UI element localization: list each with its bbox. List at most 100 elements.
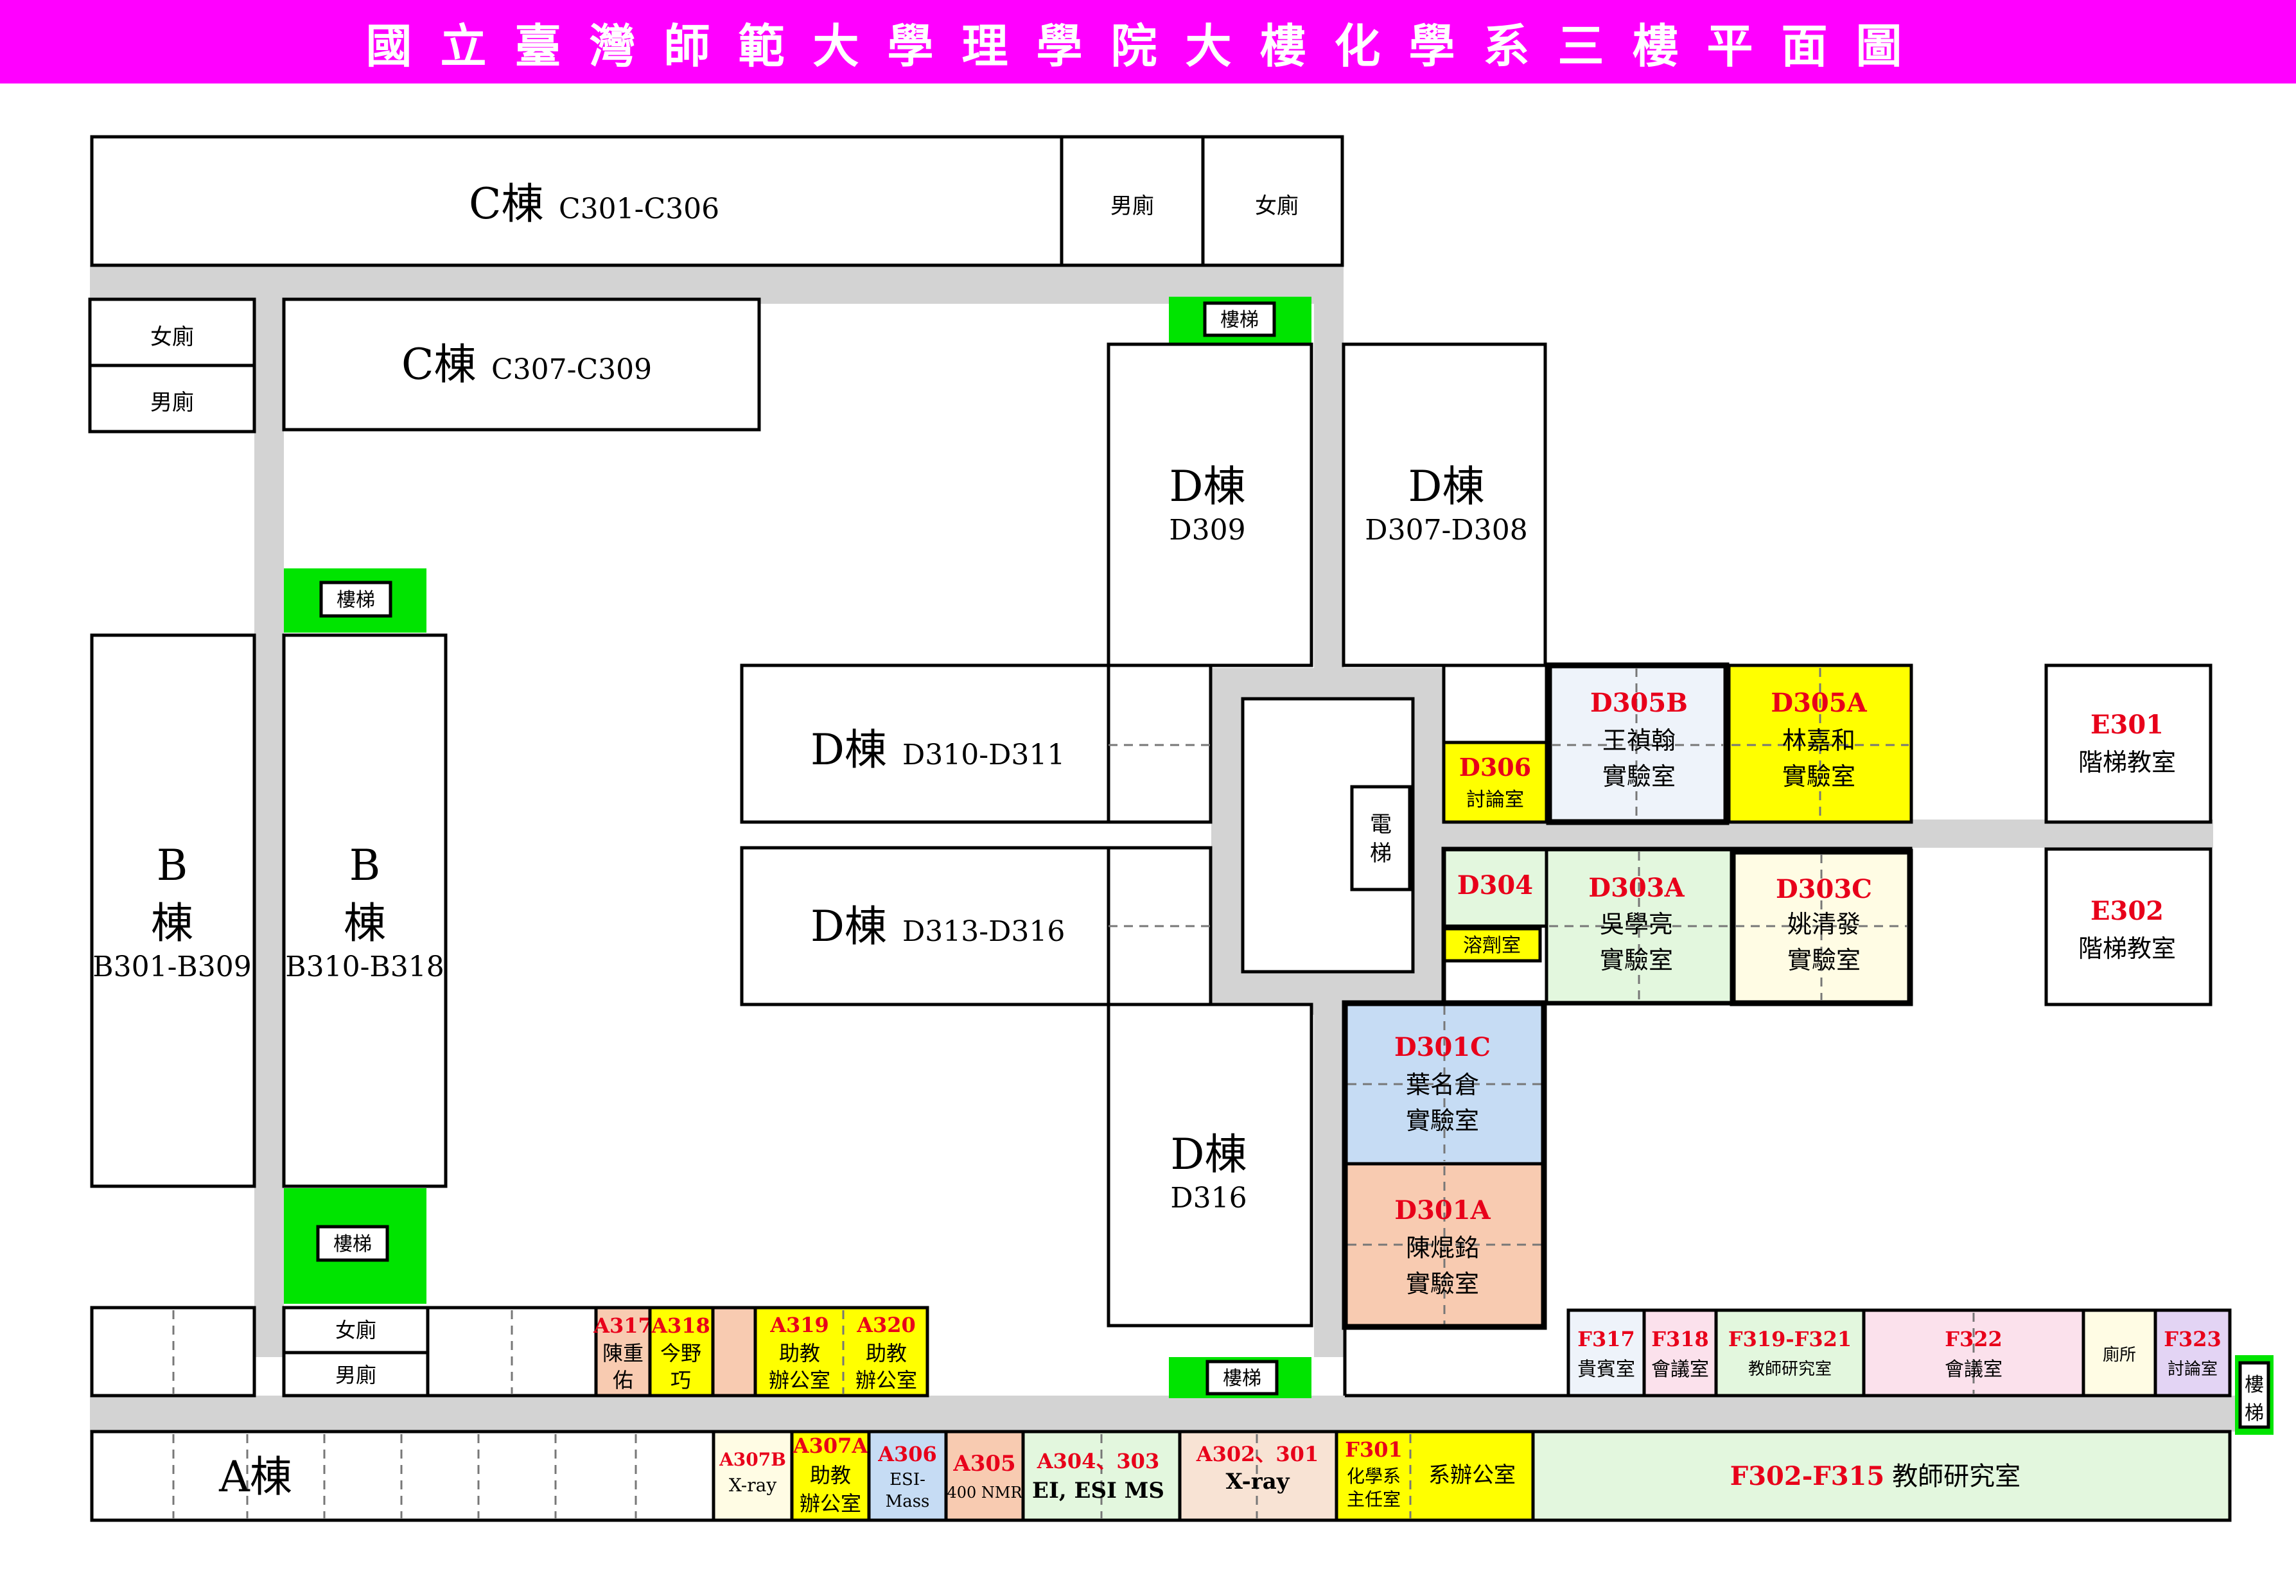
stairs-top: 樓梯	[1169, 297, 1311, 343]
room-f301-office	[1335, 1430, 1535, 1522]
room-d307-d308	[1342, 342, 1547, 667]
label-d305b-l1: 王禎翰	[1602, 726, 1676, 755]
label-d310-block: D棟	[811, 725, 887, 775]
label-d313-block: D棟	[811, 902, 887, 951]
label-a319-l2: 辦公室	[769, 1368, 830, 1392]
label-a304-code: A304、303	[1037, 1449, 1159, 1473]
room-unlabeled-small	[711, 1306, 757, 1398]
room-f323	[2153, 1308, 2232, 1398]
label-women-left: 女廁	[150, 324, 194, 350]
room-d306	[1442, 741, 1548, 824]
label-b2-b: 棟	[344, 899, 386, 948]
label-stairs-top: 樓梯	[1220, 309, 1259, 331]
room-e301	[2044, 663, 2213, 824]
label-d305a-l1: 林嘉和	[1782, 726, 1855, 755]
label-women-top: 女廁	[1255, 193, 1299, 219]
room-b310-b318	[282, 633, 448, 1188]
label-c-block-second: C棟	[401, 340, 477, 389]
label-a302-code: A302、301	[1196, 1442, 1319, 1466]
label-a307a-l1: 助教	[810, 1463, 851, 1487]
label-c301-c306: C301-C306	[559, 193, 719, 225]
label-d306-name: 討論室	[1466, 789, 1524, 811]
label-d305b-code: D305B	[1590, 688, 1688, 718]
room-d305b	[1547, 663, 1728, 824]
label-a305-code: A305	[952, 1451, 1015, 1477]
label-f301-l1: 化學系	[1347, 1466, 1401, 1487]
label-d305b-l2: 實驗室	[1602, 762, 1676, 791]
room-d301a	[1343, 1162, 1546, 1329]
label-men-bottom: 男廁	[335, 1363, 376, 1387]
label-stairs-left-lower: 樓梯	[333, 1233, 372, 1256]
label-f301-code: F301	[1345, 1437, 1403, 1462]
label-stairs-bottom: 樓梯	[1223, 1367, 1261, 1390]
label-d304-code: D304	[1457, 870, 1533, 900]
label-f301-l2: 主任室	[1347, 1489, 1401, 1510]
room-men-toilet-bottom	[282, 1351, 430, 1398]
room-b301-b309	[90, 633, 256, 1188]
room-solvent	[1442, 927, 1542, 963]
label-a318-l2: 巧	[670, 1368, 691, 1392]
label-d316-rooms: D316	[1170, 1182, 1247, 1215]
label-men-left: 男廁	[150, 390, 194, 416]
label-a307b-code: A307B	[719, 1449, 786, 1470]
label-dept-office: 系辦公室	[1428, 1462, 1516, 1488]
label-stairs-left-upper: 樓梯	[337, 589, 375, 611]
label-d310-rooms: D310-D311	[902, 739, 1065, 771]
room-f302-f315	[1531, 1430, 2232, 1522]
label-d303c-code: D303C	[1776, 874, 1872, 904]
label-a317-l1: 陳重	[602, 1341, 644, 1365]
room-f317	[1566, 1308, 1646, 1398]
label-d313-rooms: D313-D316	[902, 915, 1065, 948]
stairs-bottom: 樓梯	[1169, 1357, 1311, 1398]
label-elevator-1: 電	[1370, 812, 1392, 837]
label-b1-b: 棟	[151, 899, 193, 948]
room-d310-d311	[740, 663, 1213, 824]
room-women-toilet-top	[1201, 135, 1344, 267]
label-f317-code: F317	[1577, 1327, 1635, 1351]
label-a319-code: A319	[769, 1313, 829, 1337]
room-c307-c309	[282, 297, 761, 432]
stairs-left-lower: 樓梯	[284, 1188, 426, 1304]
label-a302-name: X-ray	[1226, 1469, 1290, 1495]
label-a320-code: A320	[856, 1313, 916, 1337]
label-a-block: A棟	[218, 1452, 292, 1502]
label-men-top: 男廁	[1110, 193, 1154, 219]
label-f302-code: F302-F315	[1730, 1461, 1884, 1491]
label-f319-name: 教師研究室	[1748, 1360, 1832, 1379]
label-d303a-code: D303A	[1588, 873, 1685, 903]
label-f319-code: F319-F321	[1728, 1327, 1852, 1351]
label-e302-code: E302	[2090, 896, 2164, 926]
label-d301a-l2: 實驗室	[1406, 1270, 1479, 1298]
room-c301-c306	[90, 135, 1064, 267]
label-stairs-right-2: 梯	[2245, 1402, 2264, 1425]
room-d309	[1107, 342, 1313, 667]
room-men-toilet-top	[1060, 135, 1205, 267]
label-f323-code: F323	[2164, 1327, 2222, 1351]
room-a-block	[90, 1430, 715, 1522]
label-d301c-code: D301C	[1394, 1032, 1491, 1062]
room-a306	[867, 1430, 948, 1522]
label-c307-c309: C307-C309	[491, 353, 652, 386]
label-d303c-l1: 姚清發	[1787, 910, 1861, 938]
label-a320-l1: 助教	[866, 1341, 907, 1365]
label-stairs-right-1: 樓	[2245, 1374, 2264, 1396]
label-a318-l1: 今野	[660, 1341, 701, 1365]
label-a304-name: EI, ESI MS	[1032, 1478, 1164, 1504]
label-a320-l2: 辦公室	[855, 1368, 917, 1392]
label-a317-code: A317	[593, 1313, 653, 1338]
room-a317	[594, 1306, 652, 1398]
room-d316	[1107, 1003, 1313, 1328]
room-f319-f321	[1714, 1308, 1866, 1398]
elevator	[1350, 785, 1412, 891]
room-f318	[1642, 1308, 1718, 1398]
label-elevator-2: 梯	[1370, 841, 1392, 866]
label-d309-block: D棟	[1170, 462, 1246, 511]
label-a305-name: 400 NMR	[947, 1484, 1022, 1502]
label-b1-rooms: B301-B309	[92, 951, 252, 983]
room-a319-a320	[753, 1306, 929, 1398]
label-b1-a: B	[157, 841, 188, 890]
label-e301-code: E301	[2090, 710, 2164, 740]
label-f322-code: F322	[1945, 1327, 2002, 1351]
label-d307-block: D棟	[1408, 462, 1485, 511]
